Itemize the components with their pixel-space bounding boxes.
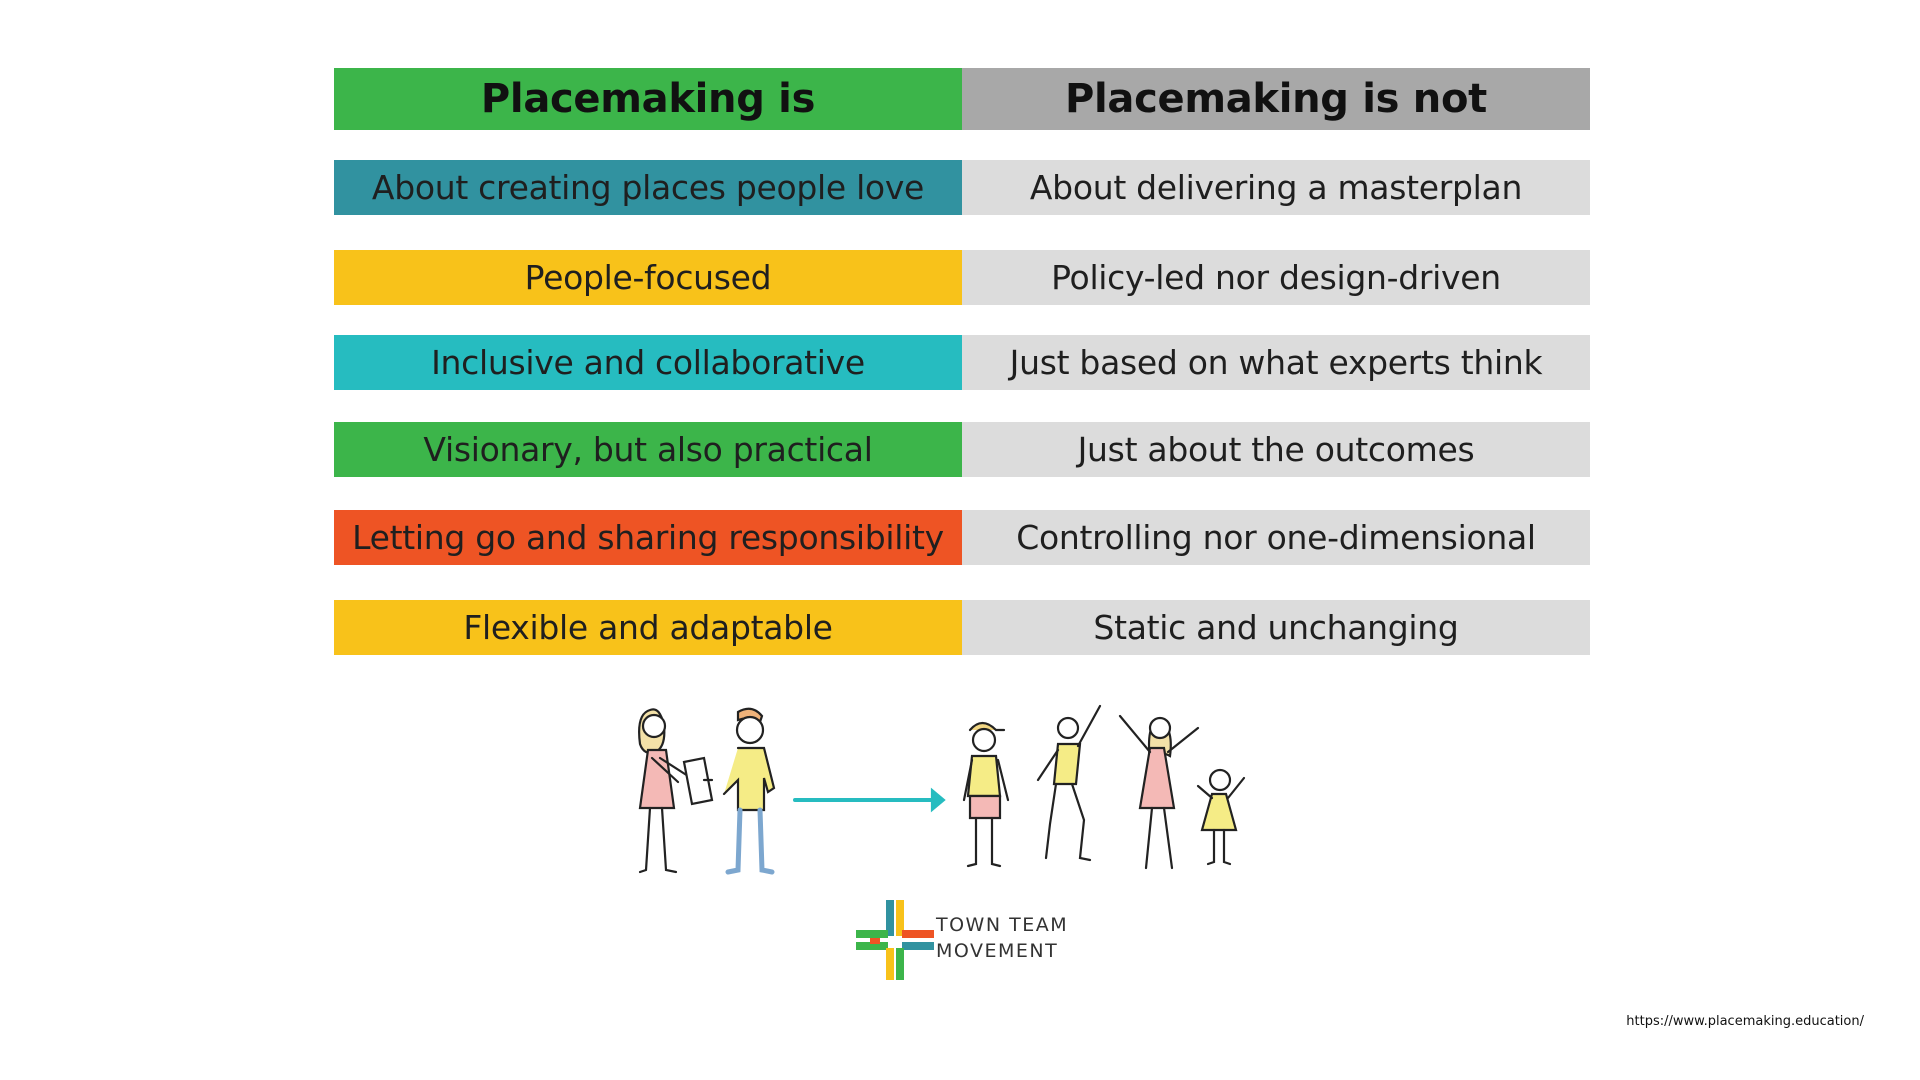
is-cell: Letting go and sharing responsibility bbox=[334, 510, 962, 565]
table-row: Inclusive and collaborative Just based o… bbox=[334, 335, 1590, 390]
is-cell: About creating places people love bbox=[334, 160, 962, 215]
is-not-cell: Policy-led nor design-driven bbox=[962, 250, 1590, 305]
is-cell: People-focused bbox=[334, 250, 962, 305]
is-cell: Inclusive and collaborative bbox=[334, 335, 962, 390]
table-row: Flexible and adaptable Static and unchan… bbox=[334, 600, 1590, 655]
woman-figure bbox=[638, 708, 690, 874]
is-not-cell: Just based on what experts think bbox=[962, 335, 1590, 390]
table-row: Visionary, but also practical Just about… bbox=[334, 422, 1590, 477]
paper-icon bbox=[682, 756, 714, 806]
source-url: https://www.placemaking.education/ bbox=[1626, 1014, 1864, 1029]
is-not-cell: Just about the outcomes bbox=[962, 422, 1590, 477]
logo-line-1: TOWN TEAM bbox=[936, 914, 1069, 936]
table-row: About creating places people love About … bbox=[334, 160, 1590, 215]
logo-line-2: MOVEMENT bbox=[936, 940, 1059, 962]
people-illustration bbox=[638, 704, 1246, 875]
arrow-head-icon bbox=[930, 787, 946, 813]
boy-figure bbox=[962, 721, 1010, 868]
header-is: Placemaking is bbox=[334, 68, 962, 130]
header-is-not: Placemaking is not bbox=[962, 68, 1590, 130]
woman-cheering-figure bbox=[1118, 714, 1200, 870]
table-row: People-focused Policy-led nor design-dri… bbox=[334, 250, 1590, 305]
is-not-cell: Controlling nor one-dimensional bbox=[962, 510, 1590, 565]
logo-text: TOWN TEAM MOVEMENT bbox=[936, 912, 1068, 964]
man-figure bbox=[702, 707, 776, 875]
town-team-movement-logo: TOWN TEAM MOVEMENT bbox=[856, 900, 1096, 980]
is-not-cell: About delivering a masterplan bbox=[962, 160, 1590, 215]
table-row: Letting go and sharing responsibility Co… bbox=[334, 510, 1590, 565]
cross-logo-icon bbox=[856, 900, 934, 980]
is-cell: Visionary, but also practical bbox=[334, 422, 962, 477]
is-cell: Flexible and adaptable bbox=[334, 600, 962, 655]
dancing-man-figure bbox=[1036, 704, 1102, 862]
girl-figure bbox=[1196, 768, 1246, 866]
is-not-cell: Static and unchanging bbox=[962, 600, 1590, 655]
header-row: Placemaking is Placemaking is not bbox=[334, 68, 1590, 130]
